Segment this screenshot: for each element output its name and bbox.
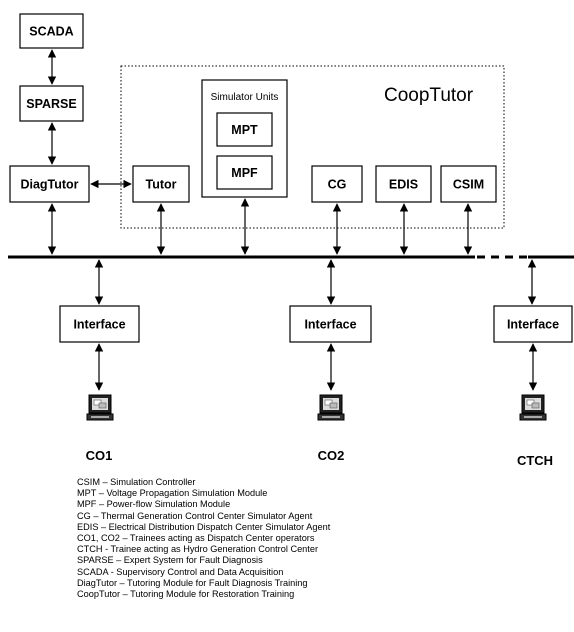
legend-item: CG – Thermal Generation Control Center S… [77,510,313,521]
interface1-box [59,305,140,343]
legend-item: SCADA - Supervisory Control and Data Acq… [77,566,284,577]
ctch-label: CTCH [517,453,553,468]
co1-label: CO1 [86,448,113,463]
co1-computer-icon [86,394,114,421]
legend-item: SPARSE – Expert System for Fault Diagnos… [77,555,263,566]
legend-item: CSIM – Simulation Controller [77,477,196,487]
interface2-label: Interface [304,318,356,332]
ctch-computer-icon [519,394,547,421]
interface2-box [289,305,372,343]
legend-item: MPT – Voltage Propagation Simulation Mod… [77,488,268,499]
co2-label: CO2 [318,448,345,463]
cg-label: CG [328,178,347,192]
tutor-box [132,165,190,203]
diagtutor-box [9,165,90,203]
mpf-box [216,155,273,190]
edis-box [375,165,432,203]
legend: CSIM – Simulation Controller MPT – Volta… [77,477,557,600]
interface1-label: Interface [73,318,125,332]
legend-item: EDIS – Electrical Distribution Dispatch … [77,521,331,532]
diagtutor-label: DiagTutor [20,178,78,192]
csim-label: CSIM [453,178,484,192]
edis-label: EDIS [389,178,418,192]
legend-item: CO1, CO2 – Trainees acting as Dispatch C… [77,533,315,544]
scada-label: SCADA [29,25,73,39]
co2-computer-icon [317,394,345,421]
mpf-label: MPF [231,166,258,180]
simulator-units-label: Simulator Units [211,92,279,103]
interface3-box [493,305,573,343]
csim-box [440,165,497,203]
legend-item: MPF – Power-flow Simulation Module [77,499,231,510]
legend-item: DiagTutor – Tutoring Module for Fault Di… [77,577,308,588]
sparse-box [19,85,84,122]
mpt-label: MPT [231,123,258,137]
cooptutor-title: CoopTutor [384,85,474,106]
mpt-box [216,112,273,147]
cooptutor-region [120,65,505,229]
tutor-label: Tutor [145,178,176,192]
legend-item: CoopTutor – Tutoring Module for Restorat… [77,589,295,600]
scada-box [19,13,84,49]
cg-box [311,165,363,203]
sparse-label: SPARSE [26,97,76,111]
interface3-label: Interface [507,318,559,332]
legend-item: CTCH - Trainee acting as Hydro Generatio… [77,544,319,555]
